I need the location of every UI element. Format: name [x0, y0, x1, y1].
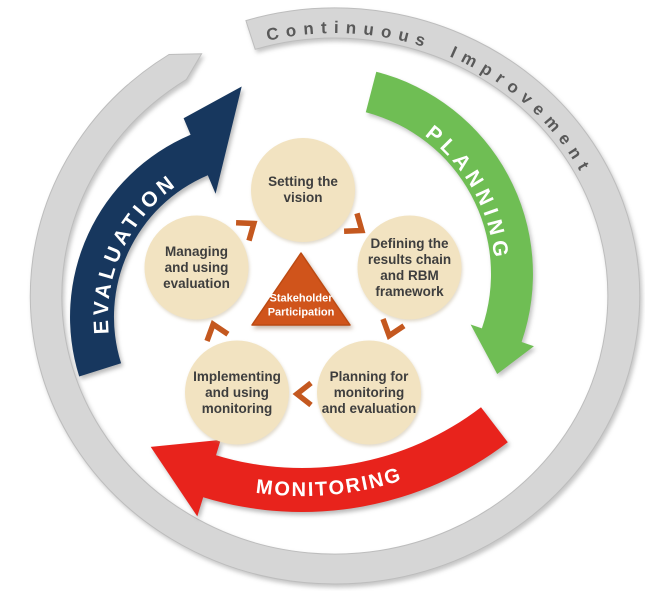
- chevron-defining-to-planning-icon: [380, 318, 406, 340]
- chevron-setting-to-defining-icon: [343, 212, 366, 234]
- step-circle-defining-results: [357, 215, 462, 320]
- stakeholder-triangle: [251, 252, 351, 326]
- step-label-setting-vision: Setting the vision: [268, 174, 338, 205]
- step-circle-implementing: [185, 340, 289, 445]
- step-circle-planning-me: [317, 340, 421, 445]
- step-label-defining-results: Defining the results chain and RBM frame…: [367, 235, 452, 299]
- step-circle-setting-vision: [251, 138, 355, 242]
- planning-arrow: [365, 71, 534, 374]
- step-label-planning-me: Planning for monitoring and evaluation: [321, 368, 417, 416]
- step-label-implementing: Implementing and using monitoring: [193, 368, 281, 416]
- stakeholder-triangle-label: Stakeholder Participation: [267, 292, 335, 319]
- evaluation-arrow: [70, 86, 242, 377]
- monitoring-arrow: [150, 407, 508, 517]
- step-circle-managing: [144, 215, 249, 320]
- chevron-implementing-to-managing-icon: [204, 320, 230, 342]
- outer-ring: [29, 7, 641, 585]
- step-label-managing: Managing and using evaluation: [163, 243, 230, 291]
- chevron-managing-to-setting-icon: [235, 220, 258, 242]
- chevron-planning-to-implementing-icon: [292, 380, 313, 408]
